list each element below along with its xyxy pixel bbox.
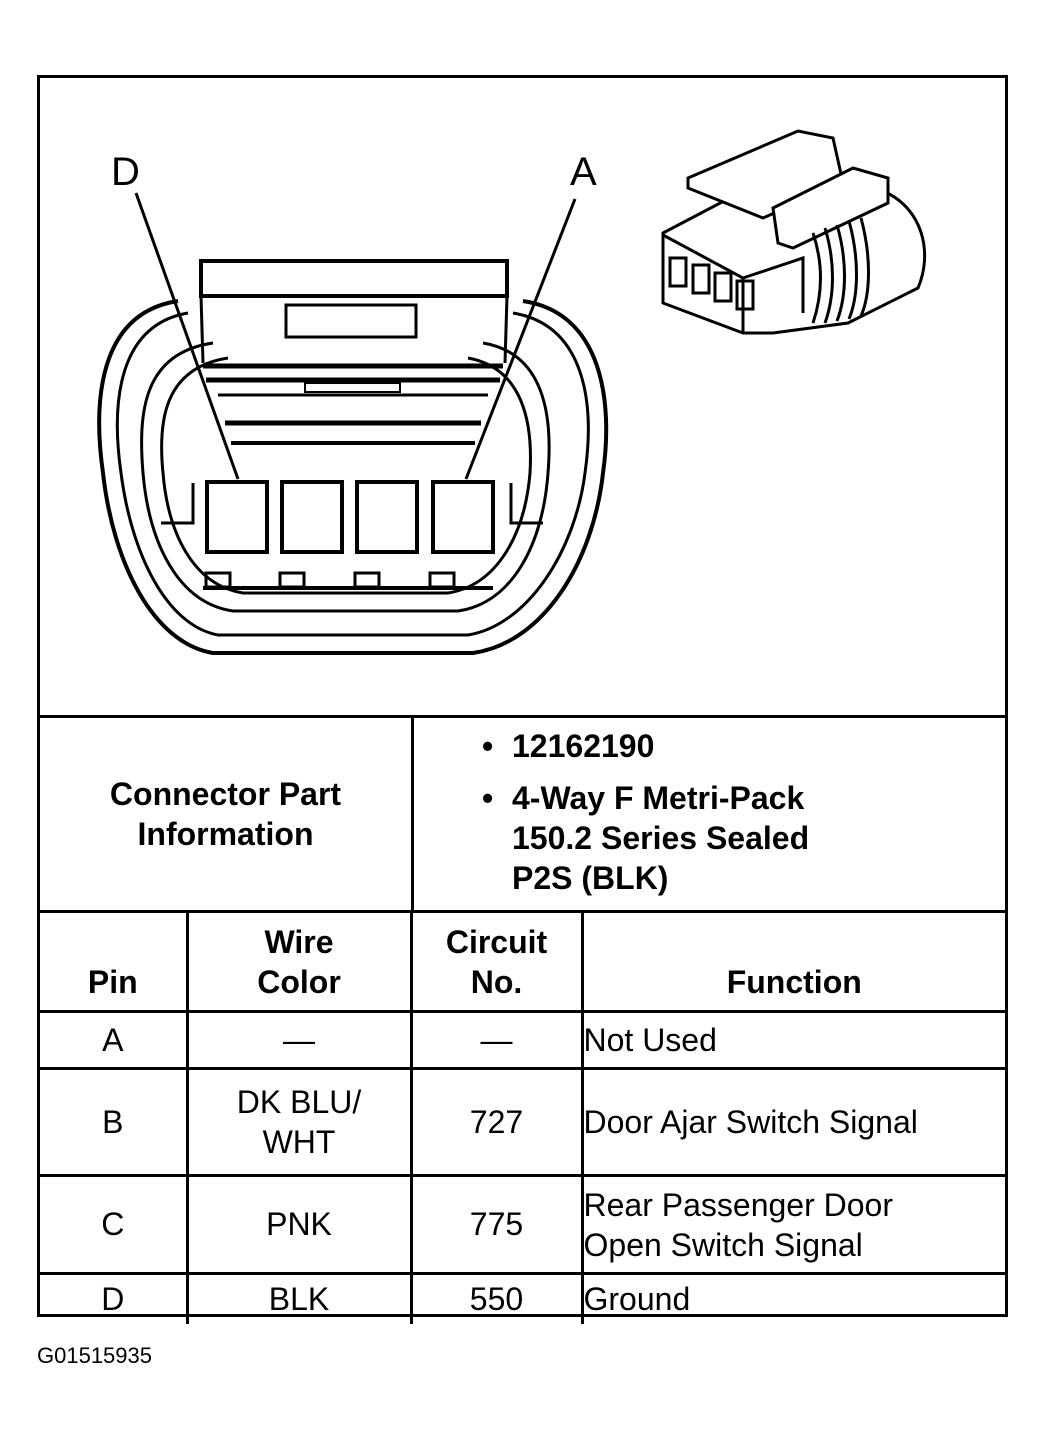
cell-wire-color: —	[185, 1010, 413, 1070]
connector-info-label: Connector Part Information	[40, 718, 411, 910]
cell-wire-color: DK BLU/ WHT	[185, 1067, 413, 1177]
cell-function: Rear Passenger Door Open Switch Signal	[580, 1174, 1005, 1275]
connector-3d-illustration	[661, 129, 926, 335]
cell-circuit: 775	[409, 1174, 584, 1275]
cell-function: Not Used	[580, 1010, 1005, 1070]
header-pin: Pin	[40, 910, 189, 1013]
cell-pin: D	[40, 1272, 189, 1324]
description-line-2: 150.2 Series Sealed	[512, 820, 810, 856]
pin-c-cavity	[280, 480, 344, 554]
cell-wire-color: BLK	[185, 1272, 413, 1324]
header-function: Function	[580, 910, 1005, 1013]
header-circuit-no: Circuit No.	[409, 910, 584, 1013]
graphic-id: G01515935	[37, 1343, 152, 1368]
description-line-3: P2S (BLK)	[512, 860, 669, 896]
part-number: 12162190	[512, 728, 655, 764]
pinout-table: Pin Wire Color Circuit No. Function A — …	[40, 910, 1005, 1324]
connector-info-label-line1: Connector Part	[109, 776, 342, 812]
bullet-icon: •	[482, 780, 494, 816]
cell-circuit: 550	[409, 1272, 584, 1324]
callout-label-d: D	[111, 150, 140, 194]
cell-circuit: 727	[409, 1067, 584, 1177]
connector-face-illustration: D A	[97, 129, 926, 655]
callout-label-a: A	[570, 150, 597, 194]
pin-d-cavity	[205, 480, 269, 554]
connector-figure: D A	[40, 78, 1005, 715]
connector-part-information: Connector Part Information • 12162190 • …	[40, 715, 1005, 913]
table-row: D BLK 550 Ground	[40, 1272, 1005, 1324]
connector-info-values: • 12162190 • 4-Way F Metri-Pack 150.2 Se…	[411, 718, 1005, 910]
cell-pin: B	[40, 1067, 189, 1177]
pin-b-cavity	[355, 480, 419, 554]
part-number-bullet: • 12162190	[482, 726, 655, 766]
table-row: A — — Not Used	[40, 1010, 1005, 1070]
table-header-row: Pin Wire Color Circuit No. Function	[40, 910, 1005, 1013]
connector-info-label-line2: Information	[137, 816, 314, 852]
description-line-1: 4-Way F Metri-Pack	[512, 780, 805, 816]
table-row: B DK BLU/ WHT 727 Door Ajar Switch Signa…	[40, 1067, 1005, 1177]
pin-a-cavity	[431, 480, 495, 554]
cell-circuit: —	[409, 1010, 584, 1070]
cell-pin: A	[40, 1010, 189, 1070]
header-wire-color: Wire Color	[185, 910, 413, 1013]
cell-wire-color: PNK	[185, 1174, 413, 1275]
cell-function: Ground	[580, 1272, 1005, 1324]
cell-function: Door Ajar Switch Signal	[580, 1067, 1005, 1177]
connector-diagram-frame: D A Co	[37, 75, 1008, 1324]
description-bullet: • 4-Way F Metri-Pack 150.2 Series Sealed…	[482, 778, 810, 898]
cell-pin: C	[40, 1174, 189, 1275]
table-row: C PNK 775 Rear Passenger Door Open Switc…	[40, 1174, 1005, 1275]
bullet-icon: •	[482, 728, 494, 764]
